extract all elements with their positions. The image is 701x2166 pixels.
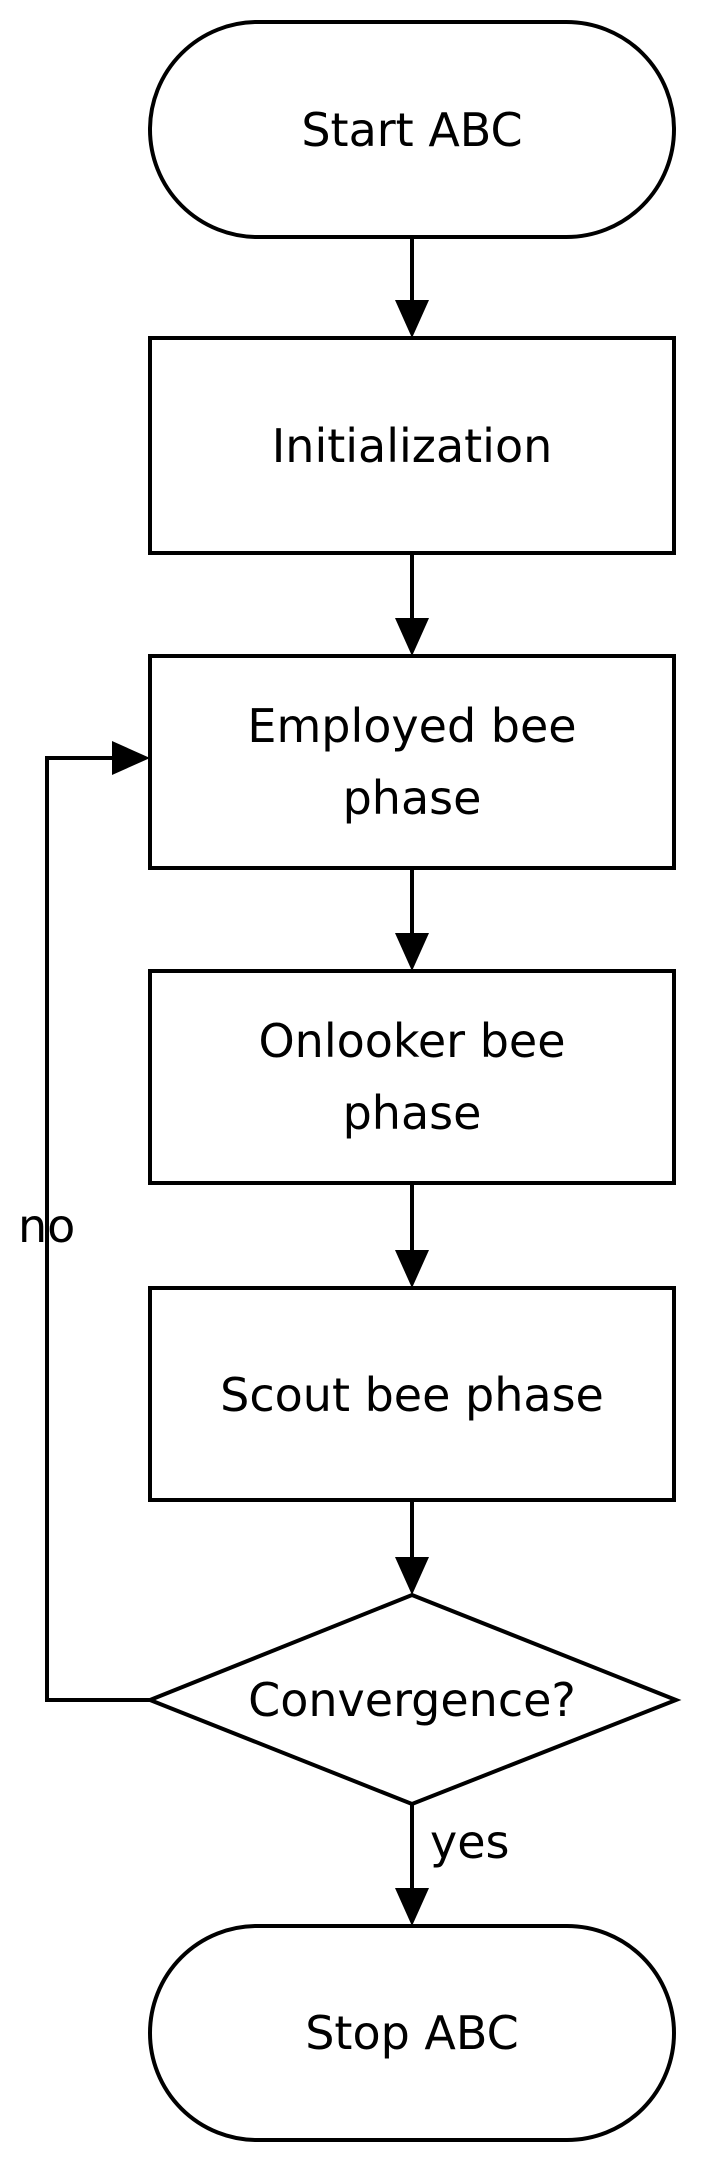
yes-label: yes <box>430 1815 510 1869</box>
scout-label: Scout bee phase <box>220 1368 604 1422</box>
employed-label-line-2: phase <box>343 771 482 825</box>
no-label: no <box>18 1199 75 1253</box>
arrowhead-icon <box>112 741 150 775</box>
edge-convergence-yes-to-stop: yes <box>395 1804 510 1926</box>
loop-connector-line <box>45 756 150 1702</box>
node-stop: Stop ABC <box>148 1924 676 2142</box>
onlooker-label-line-2: phase <box>343 1086 482 1140</box>
node-convergence-decision: Convergence? <box>144 1592 682 1807</box>
arrowhead-icon <box>395 1250 429 1288</box>
edge-onlooker-to-scout <box>395 1183 429 1288</box>
edge-initialization-to-employed <box>395 553 429 656</box>
arrowhead-icon <box>395 300 429 338</box>
arrowhead-icon <box>395 933 429 971</box>
arrowhead-icon <box>395 1888 429 1926</box>
edge-scout-to-convergence <box>395 1500 429 1595</box>
employed-process-shape <box>148 654 676 870</box>
initialization-label: Initialization <box>272 419 553 473</box>
node-employed-bee-phase: Employed bee phase <box>148 654 676 870</box>
edge-start-to-initialization <box>395 237 429 338</box>
node-initialization: Initialization <box>148 336 676 555</box>
arrowhead-icon <box>395 1557 429 1595</box>
arrowhead-icon <box>395 618 429 656</box>
onlooker-label-line-1: Onlooker bee <box>258 1014 565 1068</box>
start-label: Start ABC <box>301 103 522 157</box>
initialization-process-shape <box>148 336 676 555</box>
edge-employed-to-onlooker <box>395 868 429 971</box>
node-scout-bee-phase: Scout bee phase <box>148 1286 676 1502</box>
edge-convergence-no-loop: no <box>18 741 150 1702</box>
stop-label: Stop ABC <box>305 2006 519 2060</box>
node-onlooker-bee-phase: Onlooker bee phase <box>148 969 676 1185</box>
onlooker-process-shape <box>148 969 676 1185</box>
node-start: Start ABC <box>148 20 676 239</box>
convergence-label: Convergence? <box>248 1673 576 1727</box>
employed-label-line-1: Employed bee <box>247 699 576 753</box>
